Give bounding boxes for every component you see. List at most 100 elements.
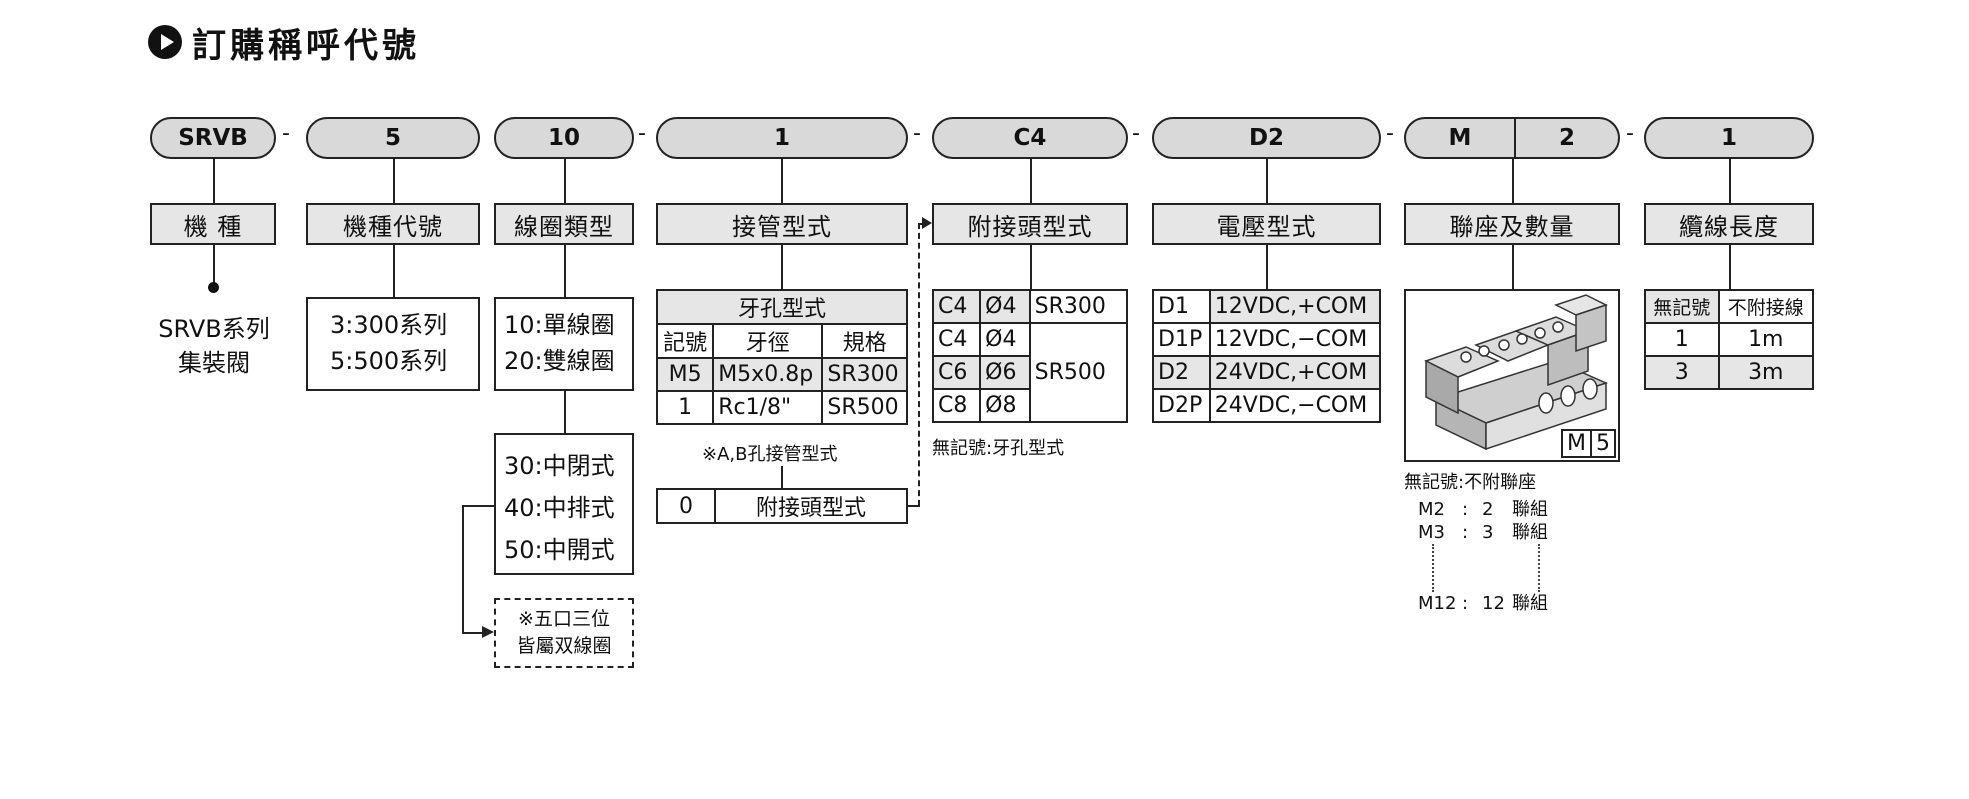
port-fitting-row: 0 附接頭型式 xyxy=(656,488,908,524)
label-port: 接管型式 xyxy=(656,203,908,245)
manifold-count: 3 xyxy=(1482,522,1494,543)
coil-single-double-box: 10:單線圈 20:雙線圈 xyxy=(494,297,634,391)
port-cell: SR500 xyxy=(821,390,908,425)
connector xyxy=(393,159,395,203)
connector xyxy=(564,391,566,433)
port-cell: M5 xyxy=(655,357,715,392)
connector xyxy=(1729,245,1731,289)
voltage-desc: 12VDC,−COM xyxy=(1208,322,1382,357)
fitting-cell: C4 xyxy=(931,322,982,357)
connector xyxy=(1512,245,1514,289)
code-manifold: M 2 xyxy=(1404,117,1620,159)
coil-item: 40:中排式 xyxy=(504,494,615,522)
coil-note-line: ※五口三位 xyxy=(518,608,610,630)
voltage-code: D1P xyxy=(1152,322,1211,357)
code-series: SRVB xyxy=(150,117,276,159)
code-manifold-m: M xyxy=(1406,119,1516,157)
label-fitting: 附接頭型式 xyxy=(932,203,1128,245)
fitting-cell: C6 xyxy=(931,355,982,390)
voltage-code: D2 xyxy=(1152,355,1211,390)
fitting-cell: C4 xyxy=(931,289,982,324)
dash: - xyxy=(1386,121,1394,146)
connector xyxy=(1729,159,1731,203)
port-col: 牙徑 xyxy=(712,323,824,359)
manifold-count: 2 xyxy=(1482,499,1494,520)
arrow-right-icon xyxy=(482,626,494,638)
connector xyxy=(1266,245,1268,289)
voltage-desc: 12VDC,+COM xyxy=(1208,289,1382,324)
dash: - xyxy=(913,121,921,146)
manifold-unit: 聯組 xyxy=(1512,593,1548,614)
fitting-note: 無記號:牙孔型式 xyxy=(932,438,1065,459)
cable-cell: 1 xyxy=(1644,322,1720,357)
connector xyxy=(462,505,464,633)
arrow-right-icon xyxy=(922,217,932,229)
coil-note-line: 皆屬双線圈 xyxy=(516,635,612,657)
dashed-connector xyxy=(908,505,920,507)
page-title: 訂購稱呼代號 xyxy=(148,20,420,66)
model-code-item: 3:300系列 xyxy=(330,311,448,339)
fitting-cell: SR300 xyxy=(1028,289,1129,324)
fitting-cell: C8 xyxy=(931,388,982,423)
coil-three-position-box: 30:中閉式 40:中排式 50:中開式 xyxy=(494,433,634,575)
model-desc-line: SRVB系列 xyxy=(158,315,270,343)
connector xyxy=(462,505,494,507)
manifold-badge: M 5 xyxy=(1561,429,1616,458)
coil-note-box: ※五口三位 皆屬双線圈 xyxy=(494,598,634,668)
coil-item: 20:雙線圈 xyxy=(504,347,615,375)
voltage-code: D2P xyxy=(1152,388,1211,423)
fitting-code: 0 xyxy=(658,490,716,522)
fitting-cell: Ø6 xyxy=(979,355,1031,390)
vertical-ellipsis xyxy=(1538,544,1540,592)
dash: - xyxy=(1626,121,1634,146)
fitting-cell: Ø8 xyxy=(979,388,1031,423)
code-port: 1 xyxy=(656,117,908,159)
port-table-header: 牙孔型式 xyxy=(656,289,908,325)
fitting-label: 附接頭型式 xyxy=(755,496,866,521)
code-manifold-count: 2 xyxy=(1558,125,1575,151)
code-coil: 10 xyxy=(494,117,634,159)
manifold-list: M2 : 2 聯組 M3 : 3 聯組 M12 : 12 聯組 xyxy=(1418,498,1548,615)
port-col: 記號 xyxy=(655,323,715,359)
connector xyxy=(564,245,566,297)
coil-item: 50:中開式 xyxy=(504,536,615,564)
code-fitting: C4 xyxy=(932,117,1128,159)
label-voltage: 電壓型式 xyxy=(1152,203,1381,245)
vertical-ellipsis xyxy=(1432,544,1478,592)
dash: - xyxy=(282,121,290,146)
port-cell: Rc1/8" xyxy=(712,390,824,425)
code-cable: 1 xyxy=(1644,117,1814,159)
fitting-cell: Ø4 xyxy=(979,322,1031,357)
manifold-badge-letter: M xyxy=(1563,431,1592,456)
connector xyxy=(393,245,395,297)
manifold-image: M 5 xyxy=(1404,289,1620,462)
dashed-connector xyxy=(918,223,920,506)
label-cable: 纜線長度 xyxy=(1644,203,1814,245)
ellipsis-row xyxy=(1418,544,1548,592)
connector xyxy=(213,159,215,203)
label-coil: 線圈類型 xyxy=(494,203,634,245)
connector xyxy=(781,245,783,289)
port-cell: M5x0.8p xyxy=(712,357,824,392)
port-cell: SR300 xyxy=(821,357,908,392)
colon: : xyxy=(1462,522,1469,543)
dashed-connector xyxy=(918,223,924,225)
cable-cell: 1m xyxy=(1717,322,1815,357)
fitting-cell: Ø4 xyxy=(979,289,1031,324)
manifold-list-item: M3 : 3 聯組 xyxy=(1418,521,1548,544)
manifold-note: 無記號:不附聯座 xyxy=(1404,472,1537,493)
cable-cell: 3 xyxy=(1644,355,1720,390)
manifold-drawing xyxy=(1424,294,1609,451)
port-col: 規格 xyxy=(821,323,908,359)
manifold-list-item: M12 : 12 聯組 xyxy=(1418,592,1548,615)
code-model: 5 xyxy=(306,117,480,159)
voltage-code: D1 xyxy=(1152,289,1211,324)
connector xyxy=(1030,245,1032,289)
manifold-list-item: M2 : 2 聯組 xyxy=(1418,498,1548,521)
colon: : xyxy=(1462,499,1469,520)
connector xyxy=(1512,159,1514,203)
port-cell: 1 xyxy=(655,390,715,425)
